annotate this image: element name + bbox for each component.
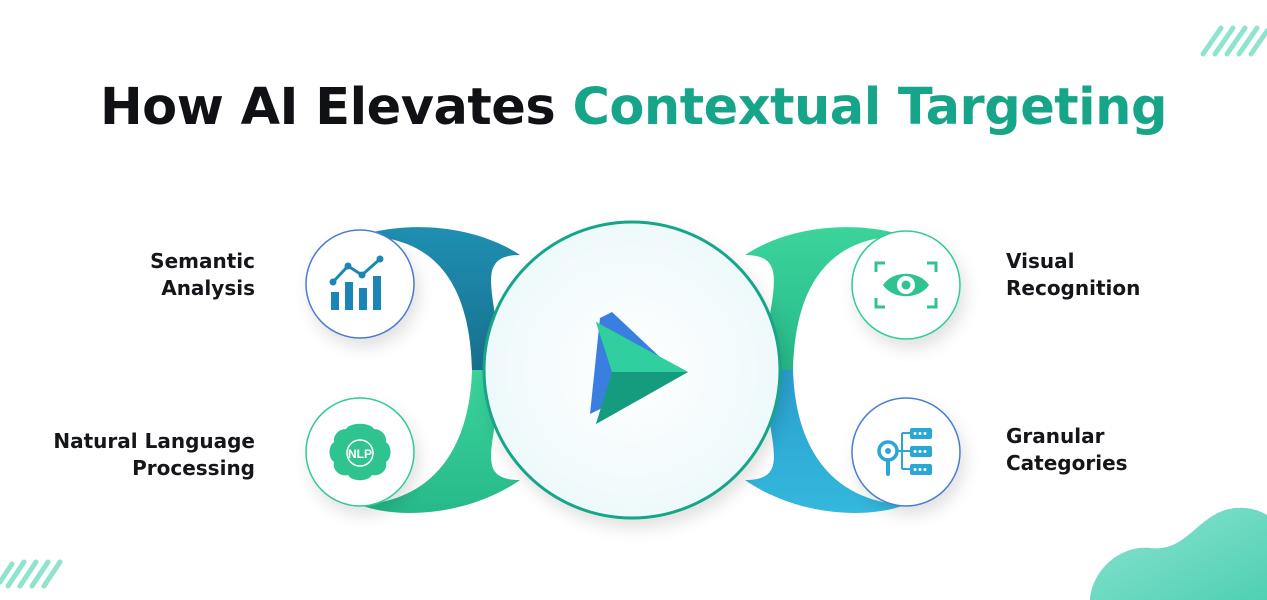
title-part-2: Contextual Targeting [572, 78, 1167, 137]
label-natural-language-processing: Natural Language Processing [53, 428, 255, 482]
connector-nlp [360, 370, 520, 513]
page-title: How AI Elevates Contextual Targeting [0, 78, 1267, 137]
label-granular-line1: Granular [1006, 424, 1105, 448]
label-semantic-analysis: Semantic Analysis [150, 248, 255, 302]
blob-decoration [1090, 507, 1267, 600]
connector-semantic [360, 227, 520, 370]
label-granular-line2: Categories [1006, 451, 1128, 475]
nlp-brain-icon: NLP [305, 397, 415, 507]
connector-visual [745, 227, 905, 370]
title-part-1: How AI Elevates [100, 78, 573, 137]
label-semantic-line2: Analysis [161, 276, 255, 300]
label-visual-recognition: Visual Recognition [1006, 248, 1140, 302]
label-granular-categories: Granular Categories [1006, 423, 1128, 477]
eye-scan-icon [851, 230, 961, 340]
label-visual-line2: Recognition [1006, 276, 1141, 300]
label-nlp-line2: Processing [132, 456, 255, 480]
stripes-top-right [1200, 25, 1267, 57]
stripes-bottom-left [0, 559, 63, 589]
play-logo-icon [590, 312, 688, 424]
label-nlp-line1: Natural Language [53, 429, 255, 453]
category-hierarchy-icon [851, 397, 961, 507]
label-visual-line1: Visual [1006, 249, 1075, 273]
bar-chart-trend-icon [305, 229, 415, 339]
connector-granular [745, 370, 905, 513]
label-semantic-line1: Semantic [150, 249, 255, 273]
nlp-badge: NLP [348, 447, 372, 461]
